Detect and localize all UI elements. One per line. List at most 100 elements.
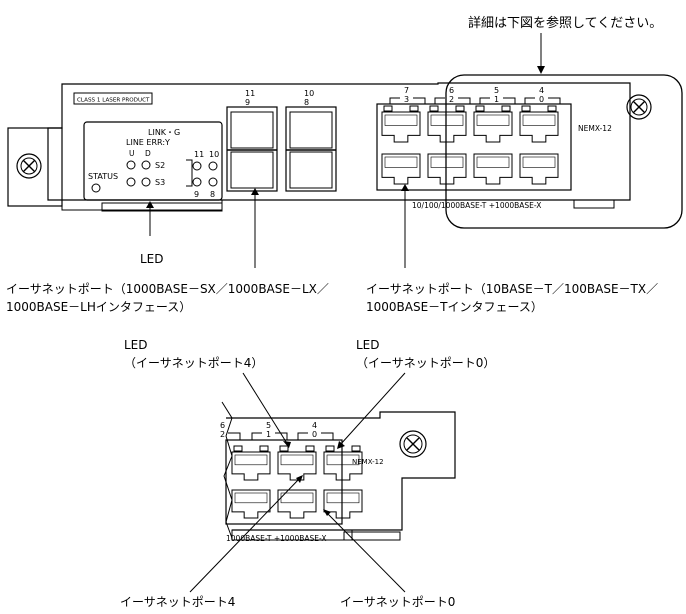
- reference-note: 詳細は下図を参照してください。: [468, 15, 662, 31]
- detail-port4-line: [189, 477, 301, 593]
- rj-label-1: 1: [494, 95, 499, 104]
- rj45-port-bottom-1: [427, 153, 467, 185]
- rj45-port-top-2-led-0: [475, 105, 485, 112]
- rj-label-4: 4: [539, 86, 544, 95]
- led-callout-label: LED: [140, 252, 164, 266]
- detail-label-0: 0: [312, 430, 317, 439]
- rj-label-6: 6: [449, 86, 454, 95]
- rj45-ports: [381, 105, 559, 185]
- detail-rj45-port-bottom-0: [231, 489, 271, 519]
- detail-rj45-port-top-0-led-1: [259, 445, 269, 452]
- rj-label-2: 2: [449, 95, 454, 104]
- detail-port0-line: [325, 511, 406, 593]
- screw-icon-left: [16, 153, 42, 179]
- sfp-port-right: [285, 106, 337, 192]
- rj45-port-top-1-led-0: [429, 105, 439, 112]
- rj-label-3: 3: [404, 95, 409, 104]
- led-d-top: [141, 160, 151, 170]
- status-label: STATUS: [88, 172, 118, 181]
- rj-label-5: 5: [494, 86, 499, 95]
- model-label: NEMX-12: [578, 124, 612, 133]
- detail-model-label: NEMX-12: [352, 458, 384, 466]
- line-err-label: LINE ERR:Y: [126, 138, 170, 147]
- detail-screw-icon: [399, 430, 427, 458]
- led-8-label: 8: [210, 190, 215, 199]
- led-bracket: [186, 159, 193, 187]
- detail-led-right-title: LED: [356, 338, 380, 352]
- led-11-label: 11: [194, 150, 204, 159]
- detail-rj45-port-top-2-led-1: [351, 445, 361, 452]
- rj45-port-top-3-led-1: [547, 105, 557, 112]
- detail-highlight-box: [445, 74, 683, 229]
- detail-rj45-port-top-1-led-1: [305, 445, 315, 452]
- screw-icon-right: [626, 94, 652, 120]
- rj-label-0: 0: [539, 95, 544, 104]
- speed-label: 10/100/1000BASE-T +1000BASE-X: [412, 201, 541, 210]
- rj45-port-top-1: [427, 105, 467, 143]
- led-u-bottom: [126, 177, 136, 187]
- rj45-port-bottom-3: [519, 153, 559, 185]
- sfp-label-11: 11: [245, 89, 255, 98]
- rj-label-brackets: [389, 97, 561, 104]
- sfp-callout-line2: 1000BASE－LHインタフェース）: [6, 300, 191, 314]
- sfp-callout-line1: イーサネットポート（1000BASE－SX／1000BASE－LX／: [6, 282, 329, 296]
- rj-callout-arrowhead: [401, 184, 409, 191]
- detail-label-1: 1: [266, 430, 271, 439]
- led-s3-label: S3: [155, 178, 165, 187]
- led-9: [192, 177, 202, 187]
- led-8: [208, 177, 218, 187]
- detail-rj45-ports: [231, 445, 363, 519]
- detail-faceplate: [221, 401, 456, 541]
- sfp-label-8: 8: [304, 98, 309, 107]
- detail-port0-label: イーサネットポート0: [340, 595, 455, 609]
- sfp-callout-arrowhead: [251, 188, 259, 195]
- detail-led-left-title: LED: [124, 338, 148, 352]
- sfp-port-left: [226, 106, 278, 192]
- rj45-port-top-0-led-1: [409, 105, 419, 112]
- led-panel: [83, 121, 223, 201]
- detail-port0-arrowhead: [323, 509, 331, 516]
- detail-label-4: 4: [312, 421, 317, 430]
- rj45-port-top-2-led-1: [501, 105, 511, 112]
- led-s2-label: S2: [155, 161, 165, 170]
- detail-label-5: 5: [266, 421, 271, 430]
- led-10: [208, 161, 218, 171]
- u-label: U: [129, 149, 135, 158]
- detail-rj45-block: [225, 439, 343, 525]
- d-label: D: [145, 149, 151, 158]
- sfp-label-9: 9: [245, 98, 250, 107]
- rj45-port-top-0: [381, 105, 421, 143]
- reference-arrowhead: [537, 66, 545, 74]
- led-11: [192, 161, 202, 171]
- detail-rj45-port-top-2-led-0: [325, 445, 335, 452]
- detail-rj45-port-top-1: [277, 445, 317, 481]
- detail-rj45-port-top-1-led-0: [279, 445, 289, 452]
- detail-led-right-arrowhead: [337, 441, 345, 449]
- detail-led-left-arrowhead: [283, 441, 291, 448]
- detail-port4-arrowhead: [296, 475, 303, 483]
- link-g-label: LINK・G: [148, 128, 180, 137]
- detail-rj45-port-bottom-2: [323, 489, 363, 519]
- rj-callout-line2: 1000BASE－Tインタフェース）: [366, 300, 543, 314]
- detail-rj45-port-top-0: [231, 445, 271, 481]
- sfp-label-10: 10: [304, 89, 314, 98]
- rj45-port-top-3: [519, 105, 559, 143]
- detail-port4-label: イーサネットポート4: [120, 595, 235, 609]
- led-d-bottom: [141, 177, 151, 187]
- rj-callout-line1: イーサネットポート（10BASE－T／100BASE－TX／: [366, 282, 658, 296]
- rj45-port-top-3-led-0: [521, 105, 531, 112]
- detail-label-2: 2: [220, 430, 225, 439]
- detail-led-right-sub: （イーサネットポート0）: [356, 356, 495, 370]
- rj45-port-bottom-0: [381, 153, 421, 185]
- detail-rj45-port-top-0-led-0: [233, 445, 243, 452]
- rj45-port-top-1-led-1: [455, 105, 465, 112]
- detail-led-left-sub: （イーサネットポート4）: [124, 356, 263, 370]
- led-10-label: 10: [209, 150, 219, 159]
- rj45-port-top-2: [473, 105, 513, 143]
- detail-rj45-port-top-2: [323, 445, 363, 481]
- class-label: CLASS 1 LASER PRODUCT: [77, 98, 150, 104]
- detail-led-right-line: [339, 372, 406, 446]
- rj45-port-top-0-led-0: [383, 105, 393, 112]
- led-status: [91, 183, 101, 193]
